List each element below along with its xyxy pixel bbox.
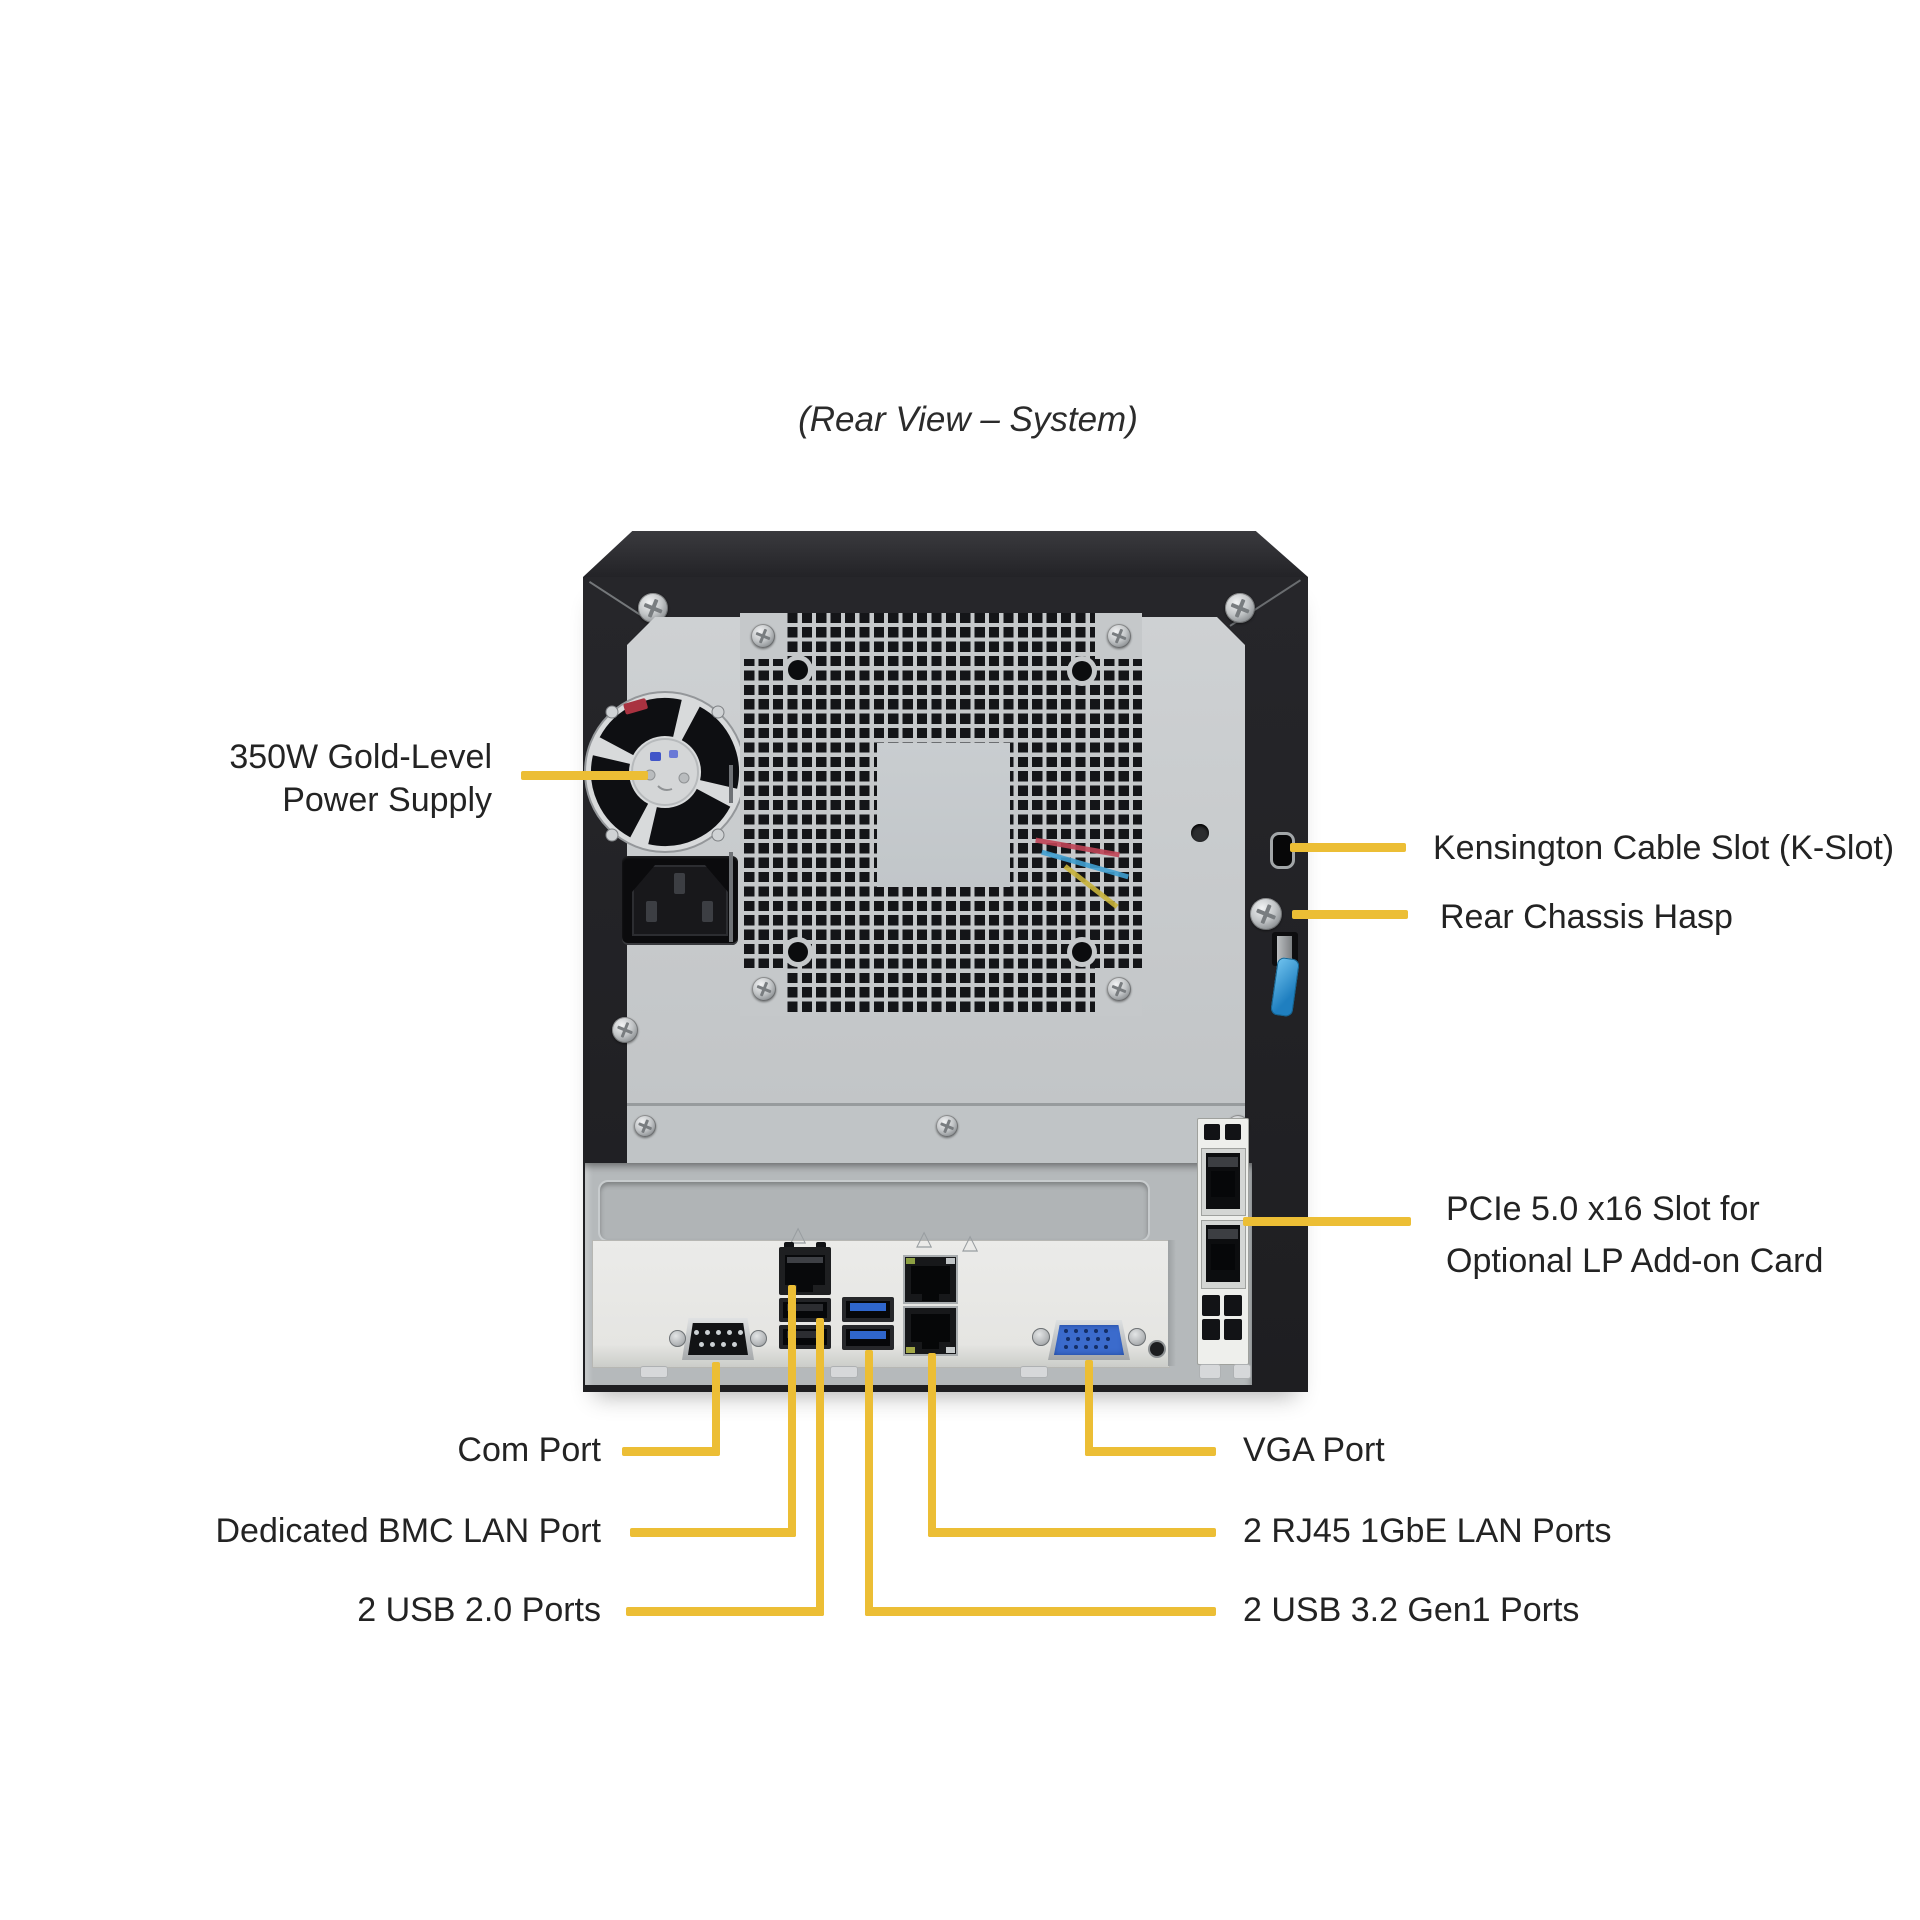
callout-line-bmc-v [788,1285,796,1537]
plate-button-hole [1150,1342,1164,1356]
panel-slot-lower [729,852,733,942]
plate-tab-2 [830,1366,858,1378]
panel-seam [627,1103,1245,1106]
panel-hole [1191,824,1209,842]
io-plate-shadow-edge [1168,1240,1176,1366]
grille-screw-bl [752,977,776,1001]
bracket-foot-tab-1 [1199,1364,1221,1379]
panel-screw-left [612,1017,638,1043]
callout-line-bmc-h [630,1528,796,1537]
warning-triangle-icon-3: △ [962,1230,979,1254]
bracket-lan-port-1 [1201,1148,1246,1216]
label-psu-line2: Power Supply [282,781,492,819]
chassis-screw-top-right [1225,593,1255,623]
lower-band [627,1106,1245,1163]
label-rear-chassis-hasp: Rear Chassis Hasp [1440,898,1733,936]
callout-line-vga-v [1085,1360,1093,1456]
fan-mount-hole-tl [788,660,808,680]
grille-screw-tl [751,624,775,648]
bracket-foot-tab-2 [1233,1364,1251,1379]
vga-port [1032,1316,1146,1364]
band-screw-left [634,1115,656,1137]
label-pcie-line1: PCIe 5.0 x16 Slot for [1446,1190,1760,1228]
callout-line-rj45-v [928,1353,936,1537]
callout-line-usb2-h [626,1607,824,1616]
callout-line-kslot [1290,843,1406,852]
bracket-lan-port-2 [1201,1220,1246,1289]
label-vga-port: VGA Port [1243,1431,1385,1469]
fan-mount-hole-br [1072,942,1092,962]
label-usb3-ports: 2 USB 3.2 Gen1 Ports [1243,1591,1580,1629]
label-pcie-slot: PCIe 5.0 x16 Slot for Optional LP Add-on… [1446,1183,1823,1287]
plate-tab-1 [640,1366,668,1378]
warning-triangle-icon-2: △ [916,1226,933,1250]
callout-line-pcie [1243,1217,1411,1226]
callout-line-rj45-h [928,1528,1216,1537]
chassis-top-face [583,531,1308,577]
label-psu-line1: 350W Gold-Level [229,738,492,776]
band-screw-center [936,1115,958,1137]
pcie-bracket [1197,1118,1249,1365]
diagram-title: (Rear View – System) [798,400,1138,439]
usb3-ports [842,1297,894,1351]
label-kensington-slot: Kensington Cable Slot (K-Slot) [1433,829,1895,867]
fan-mount-hole-tr [1072,661,1092,681]
callout-line-psu [521,771,648,780]
label-pcie-line2: Optional LP Add-on Card [1446,1242,1824,1280]
label-bmc-lan-port: Dedicated BMC LAN Port [215,1512,602,1550]
fan-mount-hole-bl [788,942,808,962]
callout-line-usb2-v [816,1318,824,1616]
callout-line-com-h [622,1447,720,1456]
hasp-screw [1250,898,1282,930]
callout-line-usb3-v [865,1350,873,1616]
plate-tab-3 [1020,1366,1048,1378]
label-psu: 350W Gold-Level Power Supply [172,736,492,822]
bmc-lan-port [779,1241,831,1295]
warning-triangle-icon-1: △ [790,1222,807,1246]
callout-line-vga-h [1085,1447,1216,1456]
panel-slot-upper [729,765,733,803]
label-com-port: Com Port [457,1431,601,1469]
grille-center-plate [877,743,1010,887]
grille-screw-br [1107,977,1131,1001]
callout-line-com-v [712,1362,720,1455]
label-usb2-ports: 2 USB 2.0 Ports [357,1591,601,1629]
lan-ports [903,1255,958,1356]
emi-blank-area [598,1180,1150,1242]
callout-line-hasp [1292,910,1408,919]
grille-screw-tr [1107,624,1131,648]
ac-power-inlet [622,856,738,945]
label-rj45-lan-ports: 2 RJ45 1GbE LAN Ports [1243,1512,1612,1550]
com-port [669,1313,767,1365]
callout-line-usb3-h [865,1607,1216,1616]
